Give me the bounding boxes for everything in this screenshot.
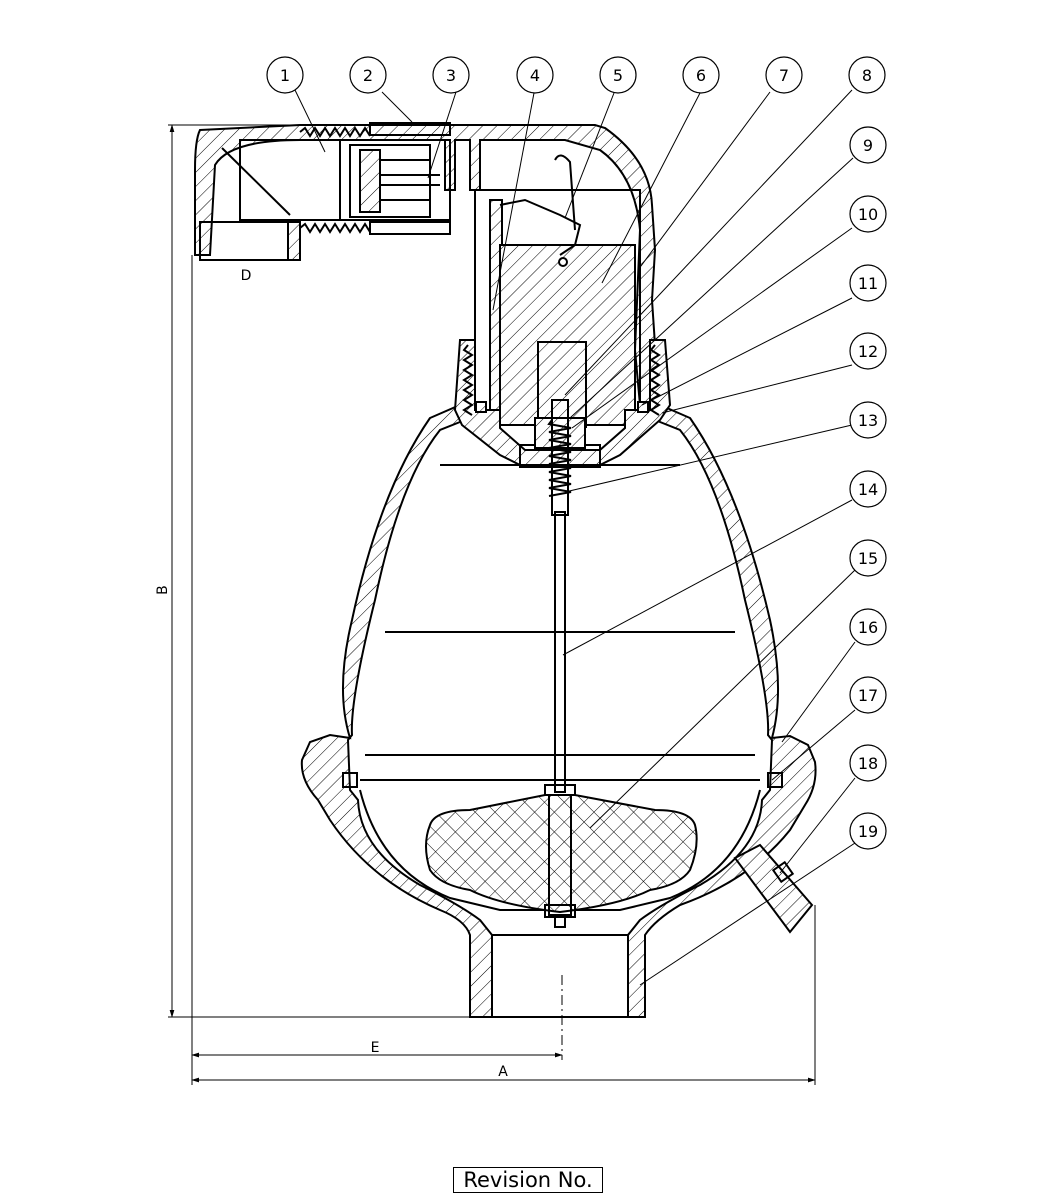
balloon-2: 2 xyxy=(349,56,387,94)
svg-text:3: 3 xyxy=(446,66,456,85)
balloon-4: 4 xyxy=(516,56,554,94)
balloon-14: 14 xyxy=(849,470,887,508)
svg-text:1: 1 xyxy=(280,66,290,85)
svg-text:4: 4 xyxy=(530,66,540,85)
svg-text:12: 12 xyxy=(858,342,878,361)
svg-text:11: 11 xyxy=(858,274,878,293)
dimension-e-label: E xyxy=(371,1040,380,1056)
balloon-6: 6 xyxy=(682,56,720,94)
balloon-12: 12 xyxy=(849,332,887,370)
svg-text:19: 19 xyxy=(858,822,878,841)
valve-body xyxy=(300,403,817,1018)
svg-text:6: 6 xyxy=(696,66,706,85)
balloon-16: 16 xyxy=(849,608,887,646)
dimension-d-label: D xyxy=(241,268,252,284)
balloon-15: 15 xyxy=(849,539,887,577)
dimension-b-label: B xyxy=(155,585,171,595)
svg-text:2: 2 xyxy=(363,66,373,85)
balloon-1: 1 xyxy=(266,56,304,94)
svg-text:17: 17 xyxy=(858,686,878,705)
svg-text:9: 9 xyxy=(863,136,873,155)
revision-label: Revision No. xyxy=(453,1167,603,1193)
balloon-11: 11 xyxy=(849,264,887,302)
balloon-9: 9 xyxy=(849,126,887,164)
svg-text:14: 14 xyxy=(858,480,878,499)
balloon-19: 19 xyxy=(849,812,887,850)
svg-text:8: 8 xyxy=(862,66,872,85)
svg-text:10: 10 xyxy=(858,205,878,224)
svg-text:5: 5 xyxy=(613,66,623,85)
svg-text:15: 15 xyxy=(858,549,878,568)
balloon-7: 7 xyxy=(765,56,803,94)
balloon-3: 3 xyxy=(432,56,470,94)
svg-text:13: 13 xyxy=(858,411,878,430)
balloon-18: 18 xyxy=(849,744,887,782)
dimension-a-label: A xyxy=(498,1064,508,1080)
dimension-lines xyxy=(168,124,816,1085)
drain-plug xyxy=(733,843,814,934)
float-stem-assembly xyxy=(425,399,698,1060)
svg-text:7: 7 xyxy=(779,66,789,85)
leader-lines xyxy=(294,89,856,986)
svg-text:16: 16 xyxy=(858,618,878,637)
balloon-5: 5 xyxy=(599,56,637,94)
balloon-17: 17 xyxy=(849,676,887,714)
balloon-8: 8 xyxy=(848,56,886,94)
balloon-13: 13 xyxy=(849,401,887,439)
balloon-10: 10 xyxy=(849,195,887,233)
upper-cap xyxy=(194,122,672,468)
svg-text:18: 18 xyxy=(858,754,878,773)
